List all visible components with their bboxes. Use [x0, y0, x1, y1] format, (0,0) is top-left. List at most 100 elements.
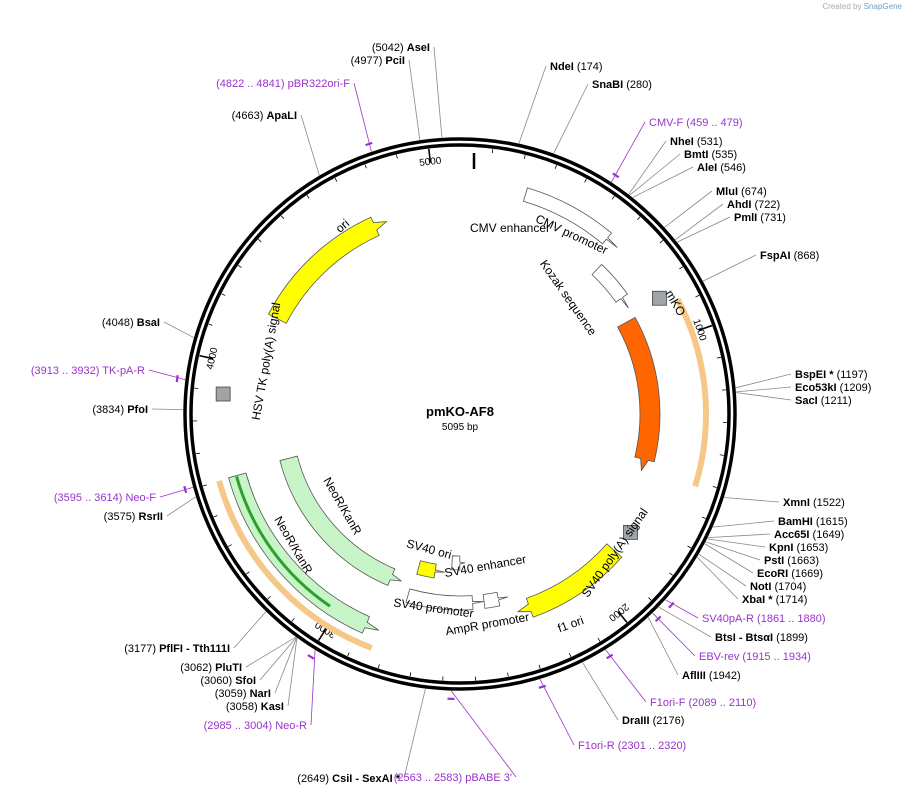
- site-label: (4977) PciI: [351, 55, 405, 67]
- leader-line: [628, 140, 667, 195]
- scale-tick: [611, 195, 615, 200]
- site-label: (4663) ApaLI: [232, 110, 297, 122]
- site-label: (3575) RsrII: [104, 511, 163, 523]
- label-coord: (3834): [92, 404, 127, 416]
- site-label: NheI (531): [670, 136, 723, 148]
- label-name: SV40pA-R: [702, 613, 754, 625]
- leader-line: [605, 649, 647, 703]
- label-name: AleI: [697, 162, 717, 174]
- scale-tick: [597, 637, 601, 642]
- leader-line: [553, 83, 589, 154]
- feature-f1-ori: [516, 543, 623, 618]
- leader-line: [151, 408, 184, 411]
- leader-line: [287, 637, 298, 707]
- feature-neor-kanr: [279, 455, 403, 586]
- label-name: XmnI: [783, 497, 810, 509]
- label-name: EcoRI: [757, 568, 788, 580]
- label-name: F1ori-R: [578, 740, 615, 752]
- leader-line: [582, 662, 619, 721]
- label-coord: (1209): [837, 382, 872, 394]
- snapgene-logo: SnapGene: [863, 2, 902, 11]
- primer-label: (4822 .. 4841) pBR322ori-F: [216, 78, 350, 90]
- site-label: SnaBI (280): [592, 79, 652, 91]
- leader-line: [698, 553, 747, 587]
- primer-label: EBV-rev (1915 .. 1934): [699, 651, 811, 663]
- scale-tick: [291, 618, 295, 622]
- leader-line: [724, 497, 780, 503]
- orf-arc: [235, 476, 331, 608]
- label-coord: (1915 .. 1934): [739, 651, 811, 663]
- label-name: pBABE 3': [465, 772, 512, 784]
- label-name: SnaBI: [592, 79, 623, 91]
- leader-line: [166, 496, 196, 517]
- scale-tick: [507, 672, 509, 677]
- label-coord: (531): [694, 136, 723, 148]
- label-name: KasI: [261, 701, 284, 713]
- label-coord: (1663): [784, 555, 819, 567]
- site-label: MluI (674): [716, 186, 767, 198]
- leader-line: [353, 82, 372, 152]
- label-name: FspAI: [760, 250, 791, 262]
- site-label: AflIII (1942): [682, 670, 741, 682]
- site-label: AleI (546): [697, 162, 746, 174]
- site-label: SacI (1211): [795, 395, 852, 407]
- scale-tick: [306, 194, 310, 199]
- scale-tick: [377, 664, 380, 669]
- scale-tick: [698, 324, 713, 331]
- scale-tick: [669, 572, 673, 576]
- scale-tick: [280, 215, 285, 219]
- leader-line: [274, 637, 298, 694]
- site-label: NdeI (174): [550, 61, 603, 73]
- primer-mark: [612, 172, 620, 179]
- label-coord: (4822 .. 4841): [216, 78, 288, 90]
- leader-line: [675, 203, 724, 241]
- label-coord: (3058): [226, 701, 261, 713]
- primer-mark: [307, 654, 315, 660]
- site-label: PstI (1663): [764, 555, 819, 567]
- label-name: AseI: [407, 42, 430, 54]
- label-name: KpnI: [769, 542, 793, 554]
- label-coord: (1211): [818, 395, 852, 407]
- feature-cmv-promoter: [591, 263, 629, 309]
- scale-tick: [237, 265, 242, 268]
- primer-mark: [365, 141, 373, 147]
- leader-line: [707, 538, 766, 548]
- scale-tick: [396, 154, 398, 159]
- scale-tick-label: 2000: [606, 601, 631, 624]
- label-name: PmlI: [734, 212, 757, 224]
- label-name: TK-pA-R: [102, 365, 145, 377]
- leader-line: [707, 533, 771, 539]
- label-name: BmtI: [684, 149, 708, 161]
- leader-line: [403, 688, 426, 779]
- label-name: pBR322ori-F: [288, 78, 351, 90]
- label-coord: (1615): [813, 516, 848, 528]
- label-name: Neo-F: [125, 492, 156, 504]
- snapgene-watermark: Created by SnapGene: [822, 2, 902, 11]
- scale-tick: [246, 571, 250, 575]
- feature-sv40-enhancer: [451, 555, 466, 571]
- scale-tick: [701, 516, 706, 519]
- label-name: PflFI - Tth111I: [159, 643, 230, 655]
- leader-line: [664, 190, 713, 228]
- scale-tick: [617, 610, 628, 623]
- label-name: PstI: [764, 555, 784, 567]
- leader-line: [665, 599, 699, 619]
- scale-tick: [584, 178, 587, 183]
- label-name: NdeI: [550, 61, 574, 73]
- label-coord: (674): [738, 186, 767, 198]
- label-coord: (1669): [788, 568, 823, 580]
- site-label: KpnI (1653): [769, 542, 828, 554]
- site-label: (5042) AseI: [372, 42, 430, 54]
- label-coord: (2985 .. 3004): [204, 720, 276, 732]
- feature-sv40-promoter: [405, 588, 484, 611]
- scale-tick: [409, 672, 412, 677]
- leader-line: [735, 373, 792, 389]
- primer-mark: [606, 653, 614, 660]
- label-name: Neo-R: [275, 720, 307, 732]
- primer-label: F1ori-R (2301 .. 2320): [578, 740, 686, 752]
- plasmid-name: pmKO-AF8: [426, 404, 494, 419]
- scale-tick: [554, 164, 557, 169]
- label-coord: (1522): [810, 497, 845, 509]
- site-label: BmtI (535): [684, 149, 737, 161]
